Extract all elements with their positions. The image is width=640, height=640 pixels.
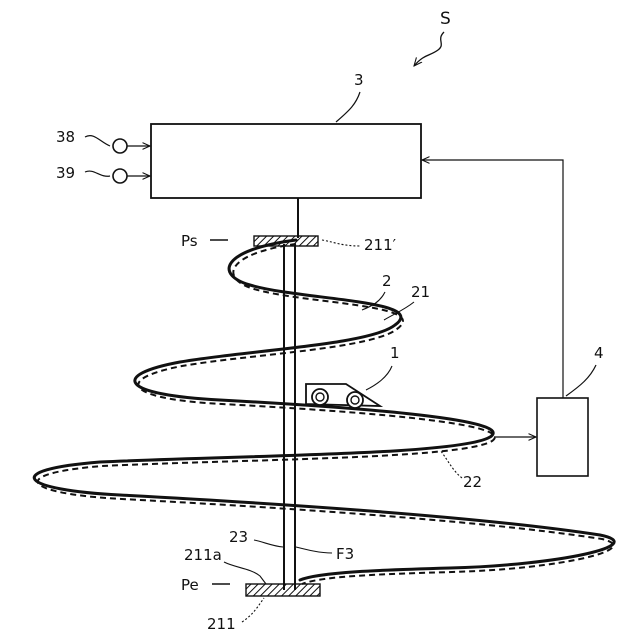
vehicle [306, 384, 380, 408]
bottom-marker-leader [242, 598, 264, 622]
label-bottom-marker: 211 [207, 615, 236, 633]
label-rail: 23 [229, 528, 248, 546]
label-input-39: 39 [56, 164, 75, 182]
input-38-leader [85, 136, 110, 146]
vehicle-wheel-rear [347, 392, 363, 408]
controller-leader [336, 92, 360, 122]
system-pointer [414, 32, 444, 66]
label-lower-track: 22 [463, 473, 482, 491]
input-39-terminal [113, 169, 127, 183]
track-inner-leader [384, 302, 414, 320]
top-hatched-block [254, 236, 318, 246]
top-marker-leader [322, 240, 360, 246]
label-controller: 3 [354, 71, 364, 89]
label-track-inner: 21 [411, 283, 430, 301]
vehicle-leader [366, 366, 392, 390]
feedback-wire [422, 160, 563, 398]
sensor-box [537, 398, 588, 476]
label-force: F3 [336, 545, 354, 563]
label-vehicle: 1 [390, 344, 400, 362]
bottom-hatched-block [246, 584, 320, 596]
lower-track-leader [440, 450, 462, 478]
input-38-terminal [113, 139, 127, 153]
label-sensor-box: 4 [594, 344, 604, 362]
label-top-marker: 211′ [364, 236, 397, 254]
input-39-leader [85, 171, 110, 176]
label-end-pos: Pe [181, 576, 199, 594]
rail-leader [254, 540, 283, 547]
vehicle-wheel-front [312, 389, 328, 405]
label-system: S [440, 9, 451, 29]
label-start-pos: Ps [181, 232, 198, 250]
label-rail-end: 211a [184, 546, 222, 564]
rail-end-leader [224, 562, 266, 584]
label-track-outer: 2 [382, 272, 392, 290]
sensor-box-leader [566, 365, 596, 396]
spiral-track [34, 240, 614, 584]
controller-box [151, 124, 421, 198]
force-leader [296, 547, 332, 553]
track-inner-dashed [38, 244, 613, 584]
label-input-38: 38 [56, 128, 75, 146]
